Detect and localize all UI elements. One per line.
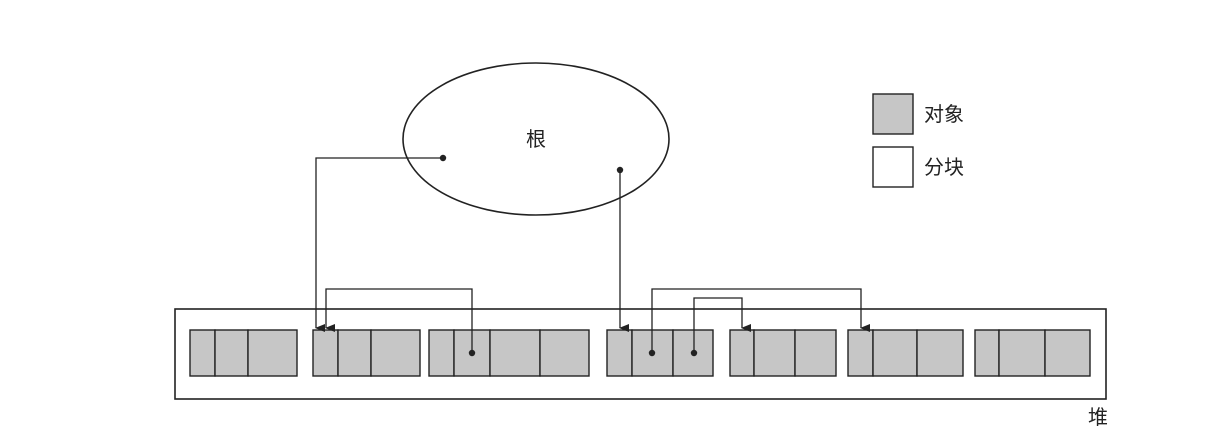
object-cell — [312, 329, 339, 377]
object-cell — [974, 329, 1000, 377]
heap-label: 堆 — [1088, 405, 1108, 429]
pointer-dot — [648, 349, 656, 357]
object-cell — [539, 329, 590, 377]
heap-chunk-7 — [974, 329, 1091, 377]
pointer-origins — [439, 154, 698, 357]
object-cell — [1044, 329, 1091, 377]
pointer-dot — [616, 166, 624, 174]
object-cell — [916, 329, 964, 377]
pointer-dot — [690, 349, 698, 357]
heap-chunk-1 — [189, 329, 298, 377]
object-cell — [847, 329, 874, 377]
object-cell — [729, 329, 755, 377]
pointer-chunk3-to-chunk2 — [325, 288, 473, 353]
object-cell — [370, 329, 421, 377]
object-cell — [794, 329, 837, 377]
object-cell — [337, 329, 372, 377]
legend-object-swatch — [872, 93, 914, 135]
object-cell — [753, 329, 796, 377]
object-cell — [998, 329, 1046, 377]
object-cell — [428, 329, 455, 377]
root-label: 根 — [526, 127, 546, 151]
root-ellipse — [402, 62, 670, 216]
legend-object-label: 对象 — [924, 102, 964, 126]
heap-chunk-2 — [312, 329, 421, 377]
object-cell — [872, 329, 918, 377]
root-pointer-left — [315, 157, 443, 332]
object-cell — [214, 329, 249, 377]
heap-chunk-5 — [729, 329, 837, 377]
pointer-dot — [468, 349, 476, 357]
legend-chunk-label: 分块 — [924, 155, 964, 179]
heap-chunk-3 — [428, 329, 590, 377]
object-cell — [189, 329, 216, 377]
pointer-dot — [439, 154, 447, 162]
pointer-chunk4-to-chunk5 — [693, 297, 751, 353]
object-cell — [489, 329, 541, 377]
legend-chunk-swatch — [872, 146, 914, 188]
pointer-arrows — [315, 157, 870, 353]
pointer-chunk4-to-chunk6 — [651, 288, 870, 353]
object-cell — [606, 329, 633, 377]
object-cell — [247, 329, 298, 377]
heap-chunk-6 — [847, 329, 964, 377]
